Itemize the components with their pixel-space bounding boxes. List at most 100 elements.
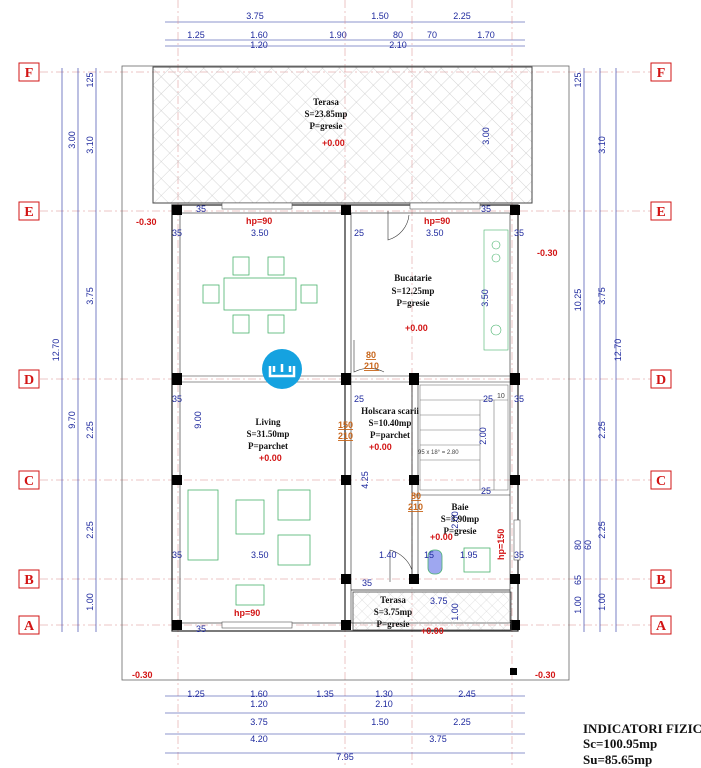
axis-e-right: E <box>656 205 665 220</box>
d35-h: 35 <box>514 550 524 560</box>
terrace-bottom-name: Terasa <box>380 595 406 605</box>
terrace-bottom-area <box>352 591 512 631</box>
axis-markers-left: F E D C B A <box>18 62 40 635</box>
living-sofa-set <box>187 489 311 606</box>
door2-height: 210 <box>338 431 353 441</box>
room-labels: Bucatarie S=12.25mp P=gresie +0.00 Livin… <box>247 273 480 636</box>
door1-height: 210 <box>364 361 379 371</box>
d35-f: 35 <box>514 394 524 404</box>
d900: 9.00 <box>193 411 203 429</box>
bathroom-fixtures <box>427 547 491 575</box>
watermark-logo <box>262 349 302 389</box>
left-dim-125: 125 <box>85 72 95 87</box>
bot-dim-130: 1.30 <box>375 689 393 699</box>
structural-columns <box>172 205 520 675</box>
right-dim-225a: 2.25 <box>597 421 607 439</box>
right-dim-100a: 1.00 <box>573 596 583 614</box>
top-dim-150: 1.50 <box>371 11 389 21</box>
bot-dim-160: 1.60 <box>250 689 268 699</box>
terrace-dim-300: 3.00 <box>481 127 491 145</box>
indicators-title: INDICATORI FIZIC <box>583 721 701 736</box>
d35-b: 35 <box>172 228 182 238</box>
top-dim-170: 1.70 <box>477 30 495 40</box>
windows <box>221 202 521 629</box>
terrace-bottom-level: +0.00 <box>421 626 444 636</box>
living-area: S=31.50mp <box>247 429 290 439</box>
axis-f-right: F <box>657 66 666 81</box>
living-level: +0.00 <box>259 453 282 463</box>
hall-name: Holscara scarii <box>361 406 419 416</box>
stair-step-10: 10 <box>497 393 505 400</box>
bot-dim-135: 1.35 <box>316 689 334 699</box>
d35-i: 35 <box>196 624 206 634</box>
bot-dim-120: 1.20 <box>250 699 268 709</box>
terrace-top-name: Terasa <box>313 97 339 107</box>
hp-living-top: hp=90 <box>246 216 272 226</box>
terrace-top-floor: P=gresie <box>310 121 343 131</box>
living-floor: P=parchet <box>248 441 288 451</box>
bot-dim-total: 7.95 <box>336 752 354 762</box>
door-swings <box>353 211 413 582</box>
top-dim-70: 70 <box>427 30 437 40</box>
top-dim-375: 3.75 <box>246 11 264 21</box>
kitchen-floor: P=gresie <box>397 298 430 308</box>
top-dim-120: 1.20 <box>250 40 268 50</box>
d25-c: 25 <box>481 486 491 496</box>
bottom-dims: 1.25 1.60 1.35 1.30 2.45 1.20 2.10 3.75 … <box>187 689 476 762</box>
building-walls <box>171 204 519 632</box>
hall-area: S=10.40mp <box>369 418 412 428</box>
door3-height: 210 <box>408 502 423 512</box>
d200b: 2.00 <box>450 511 460 529</box>
d425: 4.25 <box>360 471 370 489</box>
axis-f-left: F <box>25 66 34 81</box>
d25-a: 25 <box>354 228 364 238</box>
hp-bath: hp=150 <box>496 529 506 560</box>
d25-d: 25 <box>483 394 493 404</box>
d200a: 2.00 <box>478 427 488 445</box>
bot-dim-375b: 3.75 <box>429 734 447 744</box>
right-dimension-lines <box>583 68 617 632</box>
w350-b: 3.50 <box>426 228 444 238</box>
kitchen-name: Bucatarie <box>394 273 432 283</box>
axis-b-right: B <box>656 573 665 588</box>
right-dim-225b: 2.25 <box>597 521 607 539</box>
hp-kitchen: hp=90 <box>424 216 450 226</box>
bot-dim-375: 3.75 <box>250 717 268 727</box>
hall-floor: P=parchet <box>370 430 410 440</box>
axis-b-left: B <box>24 573 33 588</box>
bath-floor: P=gresie <box>444 526 477 536</box>
terrace-bottom-area-text: S=3.75mp <box>374 607 412 617</box>
bath-area: S=3.90mp <box>441 514 479 524</box>
inner-dims: hp=90 hp=90 hp=90 hp=150 35 35 35 35 35 … <box>172 204 524 634</box>
kitchen-level: +0.00 <box>405 323 428 333</box>
dining-table-set <box>202 256 318 334</box>
d35-g: 35 <box>172 550 182 560</box>
axis-c-left: C <box>24 474 34 489</box>
axis-a-right: A <box>656 619 667 634</box>
top-dim-125: 1.25 <box>187 30 205 40</box>
site-outline <box>121 65 570 681</box>
level-left-top: -0.30 <box>136 217 157 227</box>
d35-e: 35 <box>172 394 182 404</box>
left-dim-225a: 2.25 <box>85 421 95 439</box>
w350-a: 3.50 <box>251 228 269 238</box>
bot-dim-125: 1.25 <box>187 689 205 699</box>
right-dim-125: 125 <box>573 72 583 87</box>
staircase <box>419 384 509 491</box>
axis-d-left: D <box>24 373 34 388</box>
bot-dim-225: 2.25 <box>453 717 471 727</box>
right-dim-total: 12.70 <box>613 339 623 362</box>
left-dimension-lines <box>61 68 97 632</box>
top-dims: 3.75 1.50 2.25 1.25 1.60 1.90 80 70 1.70… <box>187 11 495 50</box>
indicators-su: Su=85.65mp <box>583 752 652 767</box>
right-dim-80: 80 <box>573 540 583 550</box>
kitchen-counter <box>483 229 509 351</box>
living-name: Living <box>255 417 281 427</box>
d35-c: 35 <box>481 204 491 214</box>
terrace-top-area-text: S=23.85mp <box>305 109 348 119</box>
stair-note: 95 x 18° = 2.80 <box>418 450 459 456</box>
left-dim-375: 3.75 <box>85 287 95 305</box>
right-dim-100b: 1.00 <box>597 593 607 611</box>
kitchen-area: S=12.25mp <box>392 286 435 296</box>
